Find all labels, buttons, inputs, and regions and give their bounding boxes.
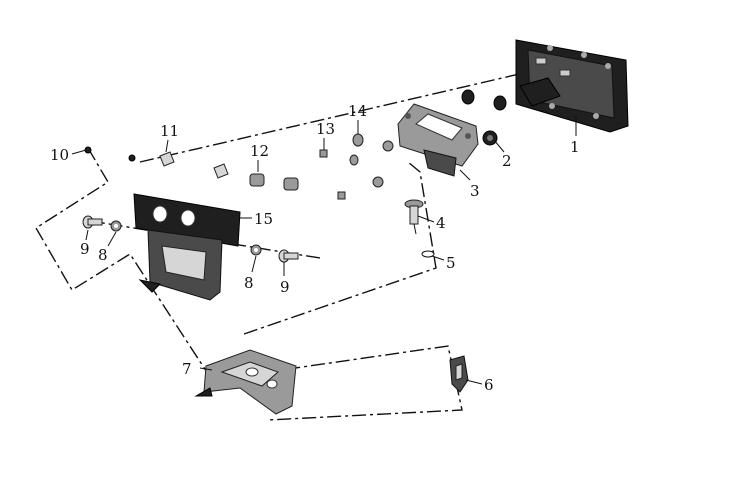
callout-9-right: 9 [280,278,290,296]
part-1-display-unit [515,39,629,133]
callout-5: 5 [446,254,456,272]
callout-10: 10 [50,146,69,164]
part-5-o-ring [421,250,435,258]
callout-leaders [71,116,577,385]
part-15-front-bracket [133,193,241,301]
part-6-sensor [449,355,469,393]
callout-2: 2 [502,152,512,170]
callout-8-left: 8 [98,246,108,264]
part-12-spacers [249,173,299,191]
callout-14: 14 [348,102,367,120]
callout-15: 15 [254,210,273,228]
part-9-bolts [82,215,299,263]
part-13-nut [319,149,346,200]
part-14-washers [349,133,394,188]
part-2-grommets [461,89,507,146]
part-7-lower-bracket [194,349,297,415]
callout-9-left: 9 [80,240,90,258]
part-4-screw [404,199,424,235]
callout-12: 12 [250,142,269,160]
part-8-washers [110,220,262,256]
callout-1: 1 [570,138,580,156]
callout-3: 3 [470,182,480,200]
callout-11: 11 [160,122,179,140]
part-11-clips [159,151,229,179]
callout-numbers: 1 2 3 4 5 6 7 8 8 9 9 10 11 12 13 14 15 [50,102,580,394]
callout-13: 13 [316,120,335,138]
part-10-small-screw [84,146,136,162]
callout-8-right: 8 [244,274,254,292]
callout-6: 6 [484,376,494,394]
callout-7: 7 [182,360,192,378]
callout-4: 4 [436,214,446,232]
part-3-mounting-bracket [397,103,479,177]
